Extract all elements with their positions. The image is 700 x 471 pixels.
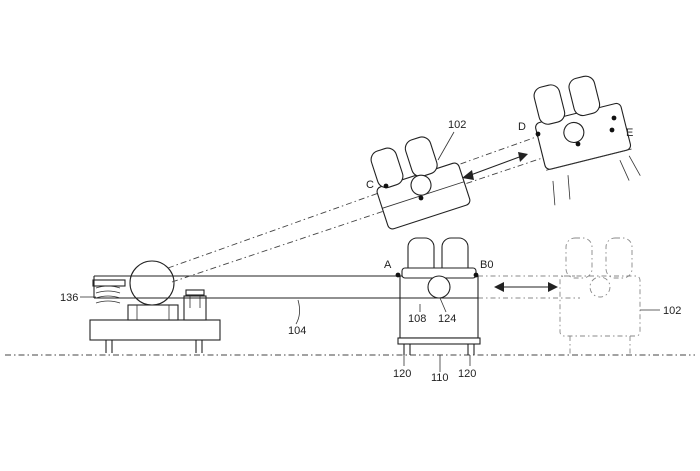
point-e2-dot [609, 127, 615, 133]
label-a: A [384, 259, 392, 271]
point-c2-dot [418, 195, 424, 201]
arrow-inclined [462, 152, 528, 180]
pivot-sphere [129, 260, 175, 306]
label-e: E [626, 127, 633, 139]
arrow-horizontal [494, 282, 558, 292]
point-a-dot [395, 272, 401, 278]
point-d-dot [535, 131, 541, 137]
tilted-seat-upper [370, 136, 471, 230]
label-102-upper: 102 [448, 119, 466, 131]
label-108: 108 [408, 313, 426, 325]
label-c: C [366, 179, 374, 191]
ghost-seat-right [559, 237, 641, 355]
point-d2-dot [575, 141, 581, 147]
label-120-left: 120 [393, 368, 411, 380]
center-carriage [397, 237, 481, 355]
horizontal-beam [93, 275, 400, 299]
label-124: 124 [438, 313, 456, 325]
point-b-dot [473, 272, 479, 278]
label-102-right: 102 [663, 305, 681, 317]
label-120-right: 120 [458, 368, 476, 380]
label-b0: B0 [480, 259, 493, 271]
point-c-dot [383, 183, 389, 189]
point-e-dot [611, 115, 617, 121]
label-104: 104 [288, 325, 306, 337]
label-110: 110 [431, 372, 449, 384]
leader-lines [80, 131, 660, 372]
label-136: 136 [60, 292, 78, 304]
extension-beam [478, 275, 580, 299]
label-d: D [518, 121, 526, 133]
tilted-seat-far [533, 75, 641, 206]
